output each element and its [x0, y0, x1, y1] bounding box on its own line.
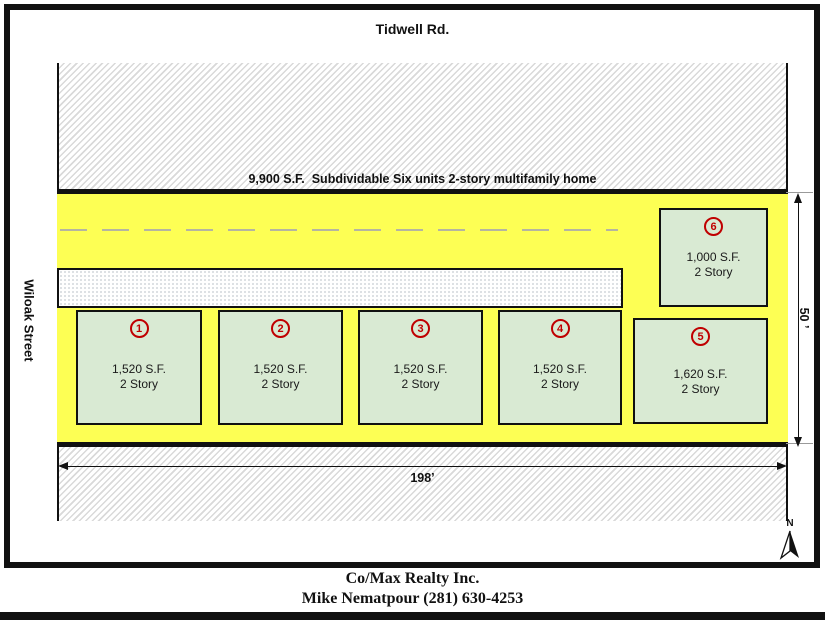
driveway-centerline — [60, 229, 618, 231]
unit-box-5: 5 1,620 S.F. 2 Story — [633, 318, 768, 424]
unit-label: 1,000 S.F. 2 Story — [686, 250, 740, 280]
arrow-down-icon — [794, 437, 802, 447]
height-dimension-line — [798, 197, 799, 440]
compass-rose: N — [775, 518, 805, 564]
south-lot-hatch-area — [57, 447, 788, 521]
unit-stories: 2 Story — [540, 377, 579, 391]
unit-stories: 2 Story — [401, 377, 440, 391]
height-dimension-label: 50 ’ — [797, 307, 811, 329]
unit-stories: 2 Story — [119, 377, 158, 391]
footer-agent: Mike Nematpour (281) 630-4253 — [301, 590, 524, 607]
arrow-right-icon — [777, 462, 787, 470]
unit-number-badge: 5 — [691, 327, 710, 346]
unit-number-badge: 1 — [129, 319, 149, 338]
lot-description: 9,900 S.F. Subdividable Six units 2-stor… — [248, 172, 597, 186]
unit-stories: 2 Story — [261, 377, 300, 391]
compass-north-label: N — [786, 518, 794, 529]
unit-area: 1,520 S.F. — [253, 362, 308, 376]
width-dimension-label: 198’ — [410, 471, 435, 485]
footer: Co/Max Realty Inc. Mike Nematpour (281) … — [0, 569, 825, 609]
unit-number-badge: 4 — [550, 319, 570, 338]
unit-box-6: 6 1,000 S.F. 2 Story — [659, 208, 768, 307]
unit-area: 1,520 S.F. — [532, 362, 588, 376]
unit-label: 1,620 S.F. 2 Story — [673, 367, 727, 397]
street-label-wiloak: Wiloak Street — [21, 279, 37, 362]
unit-label: 1,520 S.F. 2 Story — [533, 362, 587, 392]
unit-box-1: 1 1,520 S.F. 2 Story — [76, 310, 202, 425]
unit-label: 1,520 S.F. 2 Story — [112, 362, 166, 392]
arrow-up-icon — [794, 193, 802, 203]
unit-label: 1,520 S.F. 2 Story — [253, 362, 307, 392]
north-lot-hatch-area: 9,900 S.F. Subdividable Six units 2-stor… — [57, 63, 788, 194]
unit-area: 1,520 S.F. — [393, 362, 448, 376]
unit-stories: 2 Story — [694, 265, 733, 279]
unit-box-3: 3 1,520 S.F. 2 Story — [358, 310, 483, 425]
width-dimension-line — [66, 466, 779, 467]
unit-box-4: 4 1,520 S.F. 2 Story — [498, 310, 622, 425]
dimension-tick-top — [786, 192, 813, 193]
unit-number-badge: 6 — [704, 217, 723, 236]
sidewalk-strip — [57, 268, 623, 308]
bottom-bar — [0, 612, 825, 620]
unit-area: 1,000 S.F. — [686, 250, 741, 264]
unit-stories: 2 Story — [681, 382, 720, 396]
unit-number-badge: 3 — [411, 319, 430, 338]
unit-label: 1,520 S.F. 2 Story — [393, 362, 447, 392]
unit-box-2: 2 1,520 S.F. 2 Story — [218, 310, 343, 425]
footer-company: Co/Max Realty Inc. — [345, 570, 480, 587]
arrow-left-icon — [58, 462, 68, 470]
north-arrow-icon — [779, 530, 799, 560]
unit-area: 1,620 S.F. — [673, 367, 728, 381]
road-label-tidwell: Tidwell Rd. — [375, 21, 450, 37]
unit-number-badge: 2 — [271, 319, 290, 338]
unit-area: 1,520 S.F. — [111, 362, 167, 376]
